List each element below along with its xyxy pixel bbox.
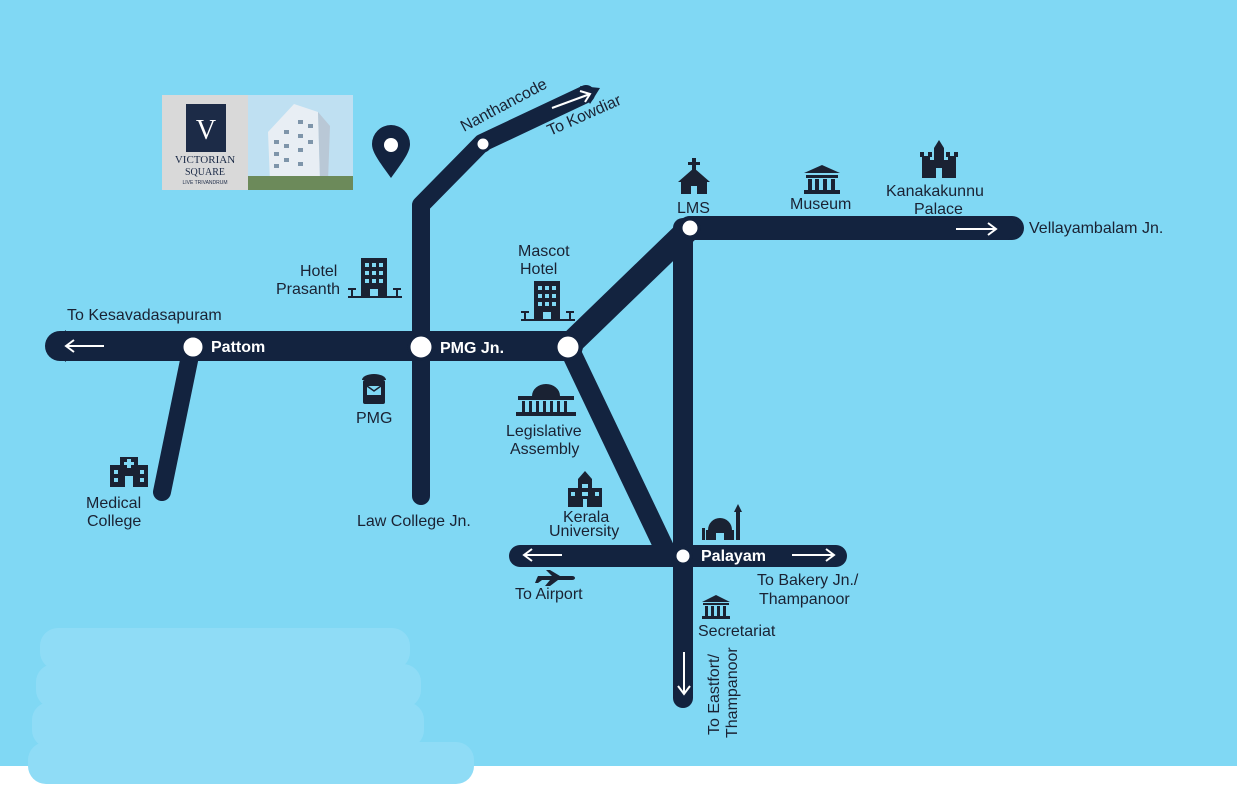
- label-hotel-prasanth-2: Prasanth: [276, 281, 340, 298]
- label-secretariat: Secretariat: [698, 623, 776, 640]
- label-pmg-jn: PMG Jn.: [440, 340, 504, 357]
- label-kerala-2: University: [549, 523, 619, 540]
- arrow-palayam-west-icon: [522, 548, 562, 562]
- hotel-building-icon: [521, 281, 575, 321]
- road-east-arrowhead: [1008, 216, 1022, 240]
- mosque-icon: [702, 504, 742, 540]
- label-medical-2: College: [87, 513, 141, 530]
- road-pattom-medical: [153, 337, 201, 501]
- museum-icon: [804, 165, 840, 194]
- hospital-icon: [110, 457, 148, 487]
- road-west-arrowhead: [46, 330, 66, 362]
- label-medical-1: Medical: [86, 495, 141, 512]
- junction-palayam[interactable]: [673, 546, 693, 566]
- secretariat-icon: [702, 595, 730, 619]
- blank-legend-panel: [28, 628, 474, 784]
- label-legislative-2: Assembly: [510, 441, 579, 458]
- brand-name-line2: SQUARE: [185, 167, 225, 178]
- label-to-bakery-2: Thampanoor: [759, 591, 850, 608]
- label-kanakakunnu-2: Palace: [914, 201, 963, 218]
- castle-icon: [920, 140, 958, 178]
- label-hotel-prasanth-1: Hotel: [300, 263, 337, 280]
- label-to-airport: To Airport: [515, 586, 583, 603]
- project-brand-card: V VICTORIAN SQUARE LIVE TRIVANDRUM: [162, 95, 353, 190]
- label-to-eastfort-2: Thampanoor: [724, 647, 741, 738]
- road-mascot-palayam: [558, 336, 678, 566]
- map-pin-icon[interactable]: [372, 125, 410, 178]
- junction-mascot[interactable]: [554, 333, 582, 361]
- direction-arrows: [64, 90, 998, 696]
- church-icon: [678, 158, 710, 194]
- label-law-college: Law College Jn.: [357, 513, 471, 530]
- post-box-icon: [362, 374, 386, 404]
- arrow-east-icon: [956, 222, 998, 236]
- arrow-palayam-east-icon: [792, 548, 836, 562]
- label-to-bakery-1: To Bakery Jn./: [757, 572, 859, 589]
- road-network: [45, 85, 1024, 708]
- arrow-south-icon: [677, 652, 691, 696]
- arrow-northeast-icon: [551, 90, 592, 109]
- brand-monogram: V: [196, 115, 216, 146]
- brand-name-line1: VICTORIAN: [175, 154, 235, 166]
- label-to-eastfort-1: To Eastfort/: [706, 654, 723, 735]
- label-to-kesavadasapuram: To Kesavadasapuram: [67, 307, 222, 324]
- label-mascot-2: Hotel: [520, 261, 557, 278]
- label-kanakakunnu-1: Kanakakunnu: [886, 183, 984, 200]
- junction-pmg[interactable]: [407, 333, 435, 361]
- government-building-icon: [516, 384, 576, 416]
- label-lms: LMS: [677, 200, 710, 217]
- label-palayam: Palayam: [701, 548, 766, 565]
- junction-lms[interactable]: [679, 217, 701, 239]
- hotel-building-icon: [348, 258, 402, 298]
- junction-pattom[interactable]: [180, 334, 206, 360]
- arrow-west-icon: [64, 339, 104, 353]
- junction-nanthancode[interactable]: [474, 135, 492, 153]
- road-mascot-lms: [556, 216, 702, 358]
- brand-tagline: LIVE TRIVANDRUM: [182, 180, 227, 186]
- road-palayam-east-arrowhead: [832, 545, 846, 567]
- airplane-icon: [535, 570, 575, 586]
- label-mascot-1: Mascot: [518, 243, 570, 260]
- label-museum: Museum: [790, 196, 851, 213]
- label-pattom: Pattom: [211, 339, 265, 356]
- label-kerala-1: Kerala: [563, 509, 609, 526]
- label-pmg: PMG: [356, 410, 392, 427]
- label-legislative-1: Legislative: [506, 423, 582, 440]
- road-palayam-west-arrowhead: [510, 545, 524, 567]
- label-vellayambalam: Vellayambalam Jn.: [1029, 220, 1163, 237]
- university-icon: [568, 471, 602, 507]
